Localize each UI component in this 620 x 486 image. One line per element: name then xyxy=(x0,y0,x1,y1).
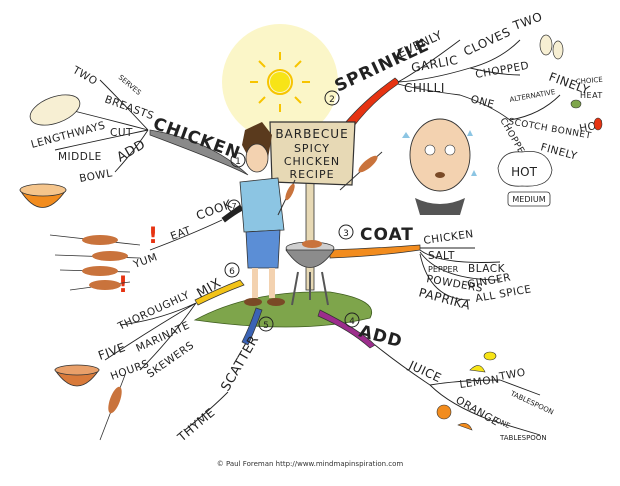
sprinkle-cloves: CLOVES xyxy=(461,25,512,59)
bbq-grill-icon xyxy=(285,240,335,306)
add-lemon: LEMON xyxy=(459,373,500,390)
sprinkle-alternative: ALTERNATIVE xyxy=(509,88,556,104)
branch-chicken-number-circle xyxy=(230,152,246,168)
skewer-icon xyxy=(277,151,383,216)
add-tablespoon: TABLESPOON xyxy=(508,389,555,416)
hot-sign-icon xyxy=(497,151,553,207)
garlic-cloves-icon xyxy=(539,34,564,60)
branch-add-number: 4 xyxy=(349,317,355,327)
cook-yum: YUM xyxy=(131,251,159,271)
coat-salt: SALT xyxy=(428,250,455,262)
branch-sprinkle-number-circle xyxy=(324,90,340,106)
mix-five: FIVE xyxy=(96,340,127,363)
skewer-icon xyxy=(99,374,126,441)
bowl-icon xyxy=(19,183,67,208)
coat-black: BLACK xyxy=(468,263,506,275)
branch-mix xyxy=(194,279,245,306)
branch-chicken xyxy=(149,129,249,176)
chicken-bowl: BOWL xyxy=(78,167,113,185)
sprinkle-chopped: CHOPPED xyxy=(474,60,530,81)
branch-scatter-number: 5 xyxy=(263,321,269,331)
chicken-cut: CUT xyxy=(110,127,133,139)
credit-text: © Paul Foreman http://www.mindmapinspira… xyxy=(217,460,404,468)
branch-coat-number-circle xyxy=(338,224,354,240)
hot-sign-label: HOT xyxy=(511,165,537,179)
branch-add-label: ADD xyxy=(357,322,405,353)
branch-scatter-number-circle xyxy=(258,316,274,332)
chicken-add: ADD xyxy=(115,137,149,165)
coat-pepper: PEPPER xyxy=(428,265,459,274)
exclamation-icon: ! ! xyxy=(118,224,158,298)
lemon-icon xyxy=(469,351,497,373)
sprinkle-choice: CHOICE xyxy=(575,76,603,86)
chicken-breast-icon xyxy=(29,94,81,126)
coat-chicken: CHICKEN xyxy=(423,228,475,247)
center-title-line-1: BARBECUE xyxy=(275,127,348,141)
branch-scatter xyxy=(241,307,263,346)
chicken-two: TWO xyxy=(70,64,100,88)
sprinkle-one: ONE xyxy=(469,93,496,111)
branch-sprinkle-number: 2 xyxy=(329,95,335,105)
branch-cook-number: 7 xyxy=(231,202,236,211)
branch-mix-number: 6 xyxy=(229,267,235,277)
orange-icon xyxy=(436,404,473,431)
chicken-serves: SERVES xyxy=(117,73,143,97)
skewer-icon xyxy=(49,234,141,291)
branch-add xyxy=(317,309,376,349)
branch-cook xyxy=(221,204,244,223)
add-two: TWO xyxy=(497,367,526,384)
branch-coat-number: 3 xyxy=(343,229,349,239)
chicken-breasts: BREASTS xyxy=(103,94,156,123)
branch-add-number-circle xyxy=(344,312,360,328)
chicken-middle: MIDDLE xyxy=(58,151,102,163)
branch-coat-label: COAT xyxy=(360,225,414,245)
recipe-sign xyxy=(269,121,356,291)
center-title-line-4: RECIPE xyxy=(289,168,334,181)
center-title-line-2: SPICY xyxy=(294,142,330,155)
svg-text:!: ! xyxy=(148,224,158,249)
svg-text:!: ! xyxy=(118,273,128,298)
man-illustration xyxy=(239,122,285,306)
add-tablespoon-2: TABLESPOON xyxy=(499,434,547,442)
branch-chicken-number: 1 xyxy=(235,157,241,167)
sprinkle-chilli: CHILLI xyxy=(404,81,445,95)
sun-icon xyxy=(222,24,338,140)
medium-sign-label: MEDIUM xyxy=(512,195,545,204)
bowl-icon xyxy=(54,364,100,387)
branch-cook-number-circle xyxy=(227,199,241,213)
sweating-face-icon xyxy=(402,118,477,215)
scatter-thyme: THYME xyxy=(174,405,218,445)
branch-scatter-label: SCATTER xyxy=(218,333,262,394)
sprinkle-heat: HEAT xyxy=(580,91,603,100)
center-title-line-3: CHICKEN xyxy=(284,155,340,168)
branch-mix-number-circle xyxy=(224,262,240,278)
sprinkle-two: TWO xyxy=(510,9,544,33)
branch-coat xyxy=(329,244,421,259)
add-one: ONE xyxy=(494,417,511,431)
cook-eat: EAT xyxy=(169,224,193,242)
chilli-pepper-icon xyxy=(570,99,603,131)
